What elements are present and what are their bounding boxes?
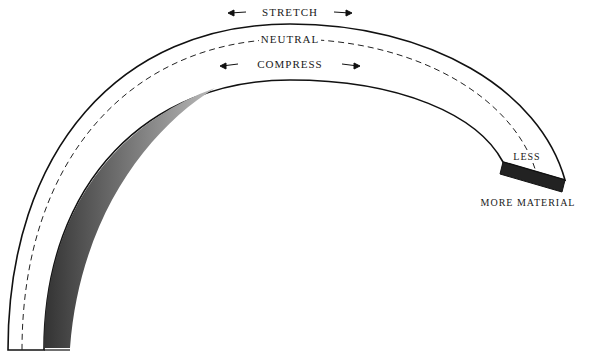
material-label: MORE MATERIAL [479, 196, 578, 209]
beam-shading [44, 88, 215, 348]
stretch-label: STRETCH [260, 6, 320, 19]
end-face [500, 162, 565, 192]
neutral-label: NEUTRAL [259, 33, 321, 46]
neutral-axis [22, 39, 536, 350]
beam-foot [44, 349, 70, 350]
beam-outline [8, 24, 565, 350]
compress-label: COMPRESS [255, 58, 324, 71]
less-label: LESS [511, 150, 542, 163]
